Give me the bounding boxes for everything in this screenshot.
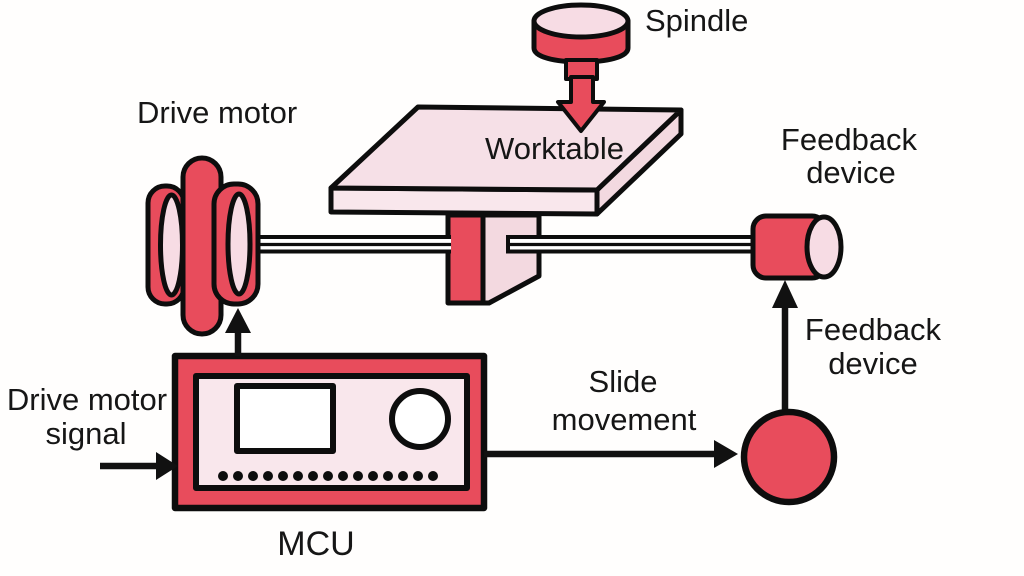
feedback-device-top-label: Feedback device [781,122,918,190]
slide-movement-label-line1: Slide [589,364,658,399]
arrows [100,280,798,480]
slide-movement-label: Slide movement [552,364,697,437]
worktable-label: Worktable [485,131,624,166]
mcu-dots [218,471,438,481]
feedback-device-bottom-label: Feedback device [805,312,942,381]
mcu-dot [338,471,348,481]
feedback-device-bottom-label-line2: device [828,346,918,381]
feedback-device-top-label-line1: Feedback [781,122,918,157]
feedback-arrow-head [772,280,798,308]
mcu-dot [353,471,363,481]
mcu-dot [248,471,258,481]
mcu-dot [368,471,378,481]
leadscrew-right [506,235,757,254]
mcu-dot [428,471,438,481]
drive-motor-signal-label-line2: signal [46,416,127,451]
mcu-dot [323,471,333,481]
mcu-dot [263,471,273,481]
feedback-device-top-label-line2: device [806,155,896,190]
mcu-unit [171,352,488,512]
mcu-to-motor-arrow-head [225,308,251,333]
feedback-device-bottom-label-line1: Feedback [805,312,942,347]
drive-motor [145,155,261,337]
drive-motor-signal-label-line1: Drive motor [7,382,167,417]
slide-movement-arrow-head [714,440,738,468]
feedback-cylinder-face [804,214,844,280]
mcu-dot [398,471,408,481]
spindle-down-arrow [556,75,606,133]
mcu-dot [278,471,288,481]
mcu-dot [293,471,303,481]
slide-movement-label-line2: movement [552,402,697,437]
mcu-dot [383,471,393,481]
drive-motor-signal-arrow-head [156,452,178,480]
worktable [328,104,684,217]
mcu-dot [233,471,243,481]
feedback-device-cylinder [750,213,844,281]
spindle-label: Spindle [645,3,748,38]
mcu-dot [218,471,228,481]
motor-disc-3-face [225,191,253,297]
mcu-label: MCU [277,525,354,563]
drive-motor-label: Drive motor [137,95,297,130]
mcu-knob [389,388,451,450]
drive-motor-signal-label: Drive motor signal [7,382,167,451]
slide-node-circle [740,408,838,506]
mcu-dot [308,471,318,481]
mcu-dot [413,471,423,481]
carriage-front-face [445,212,486,306]
leadscrew-left [251,235,451,254]
motor-disc-1-face [158,192,185,298]
spindle-top-face [531,2,631,40]
mcu-display [234,383,336,454]
spindle [531,2,631,133]
